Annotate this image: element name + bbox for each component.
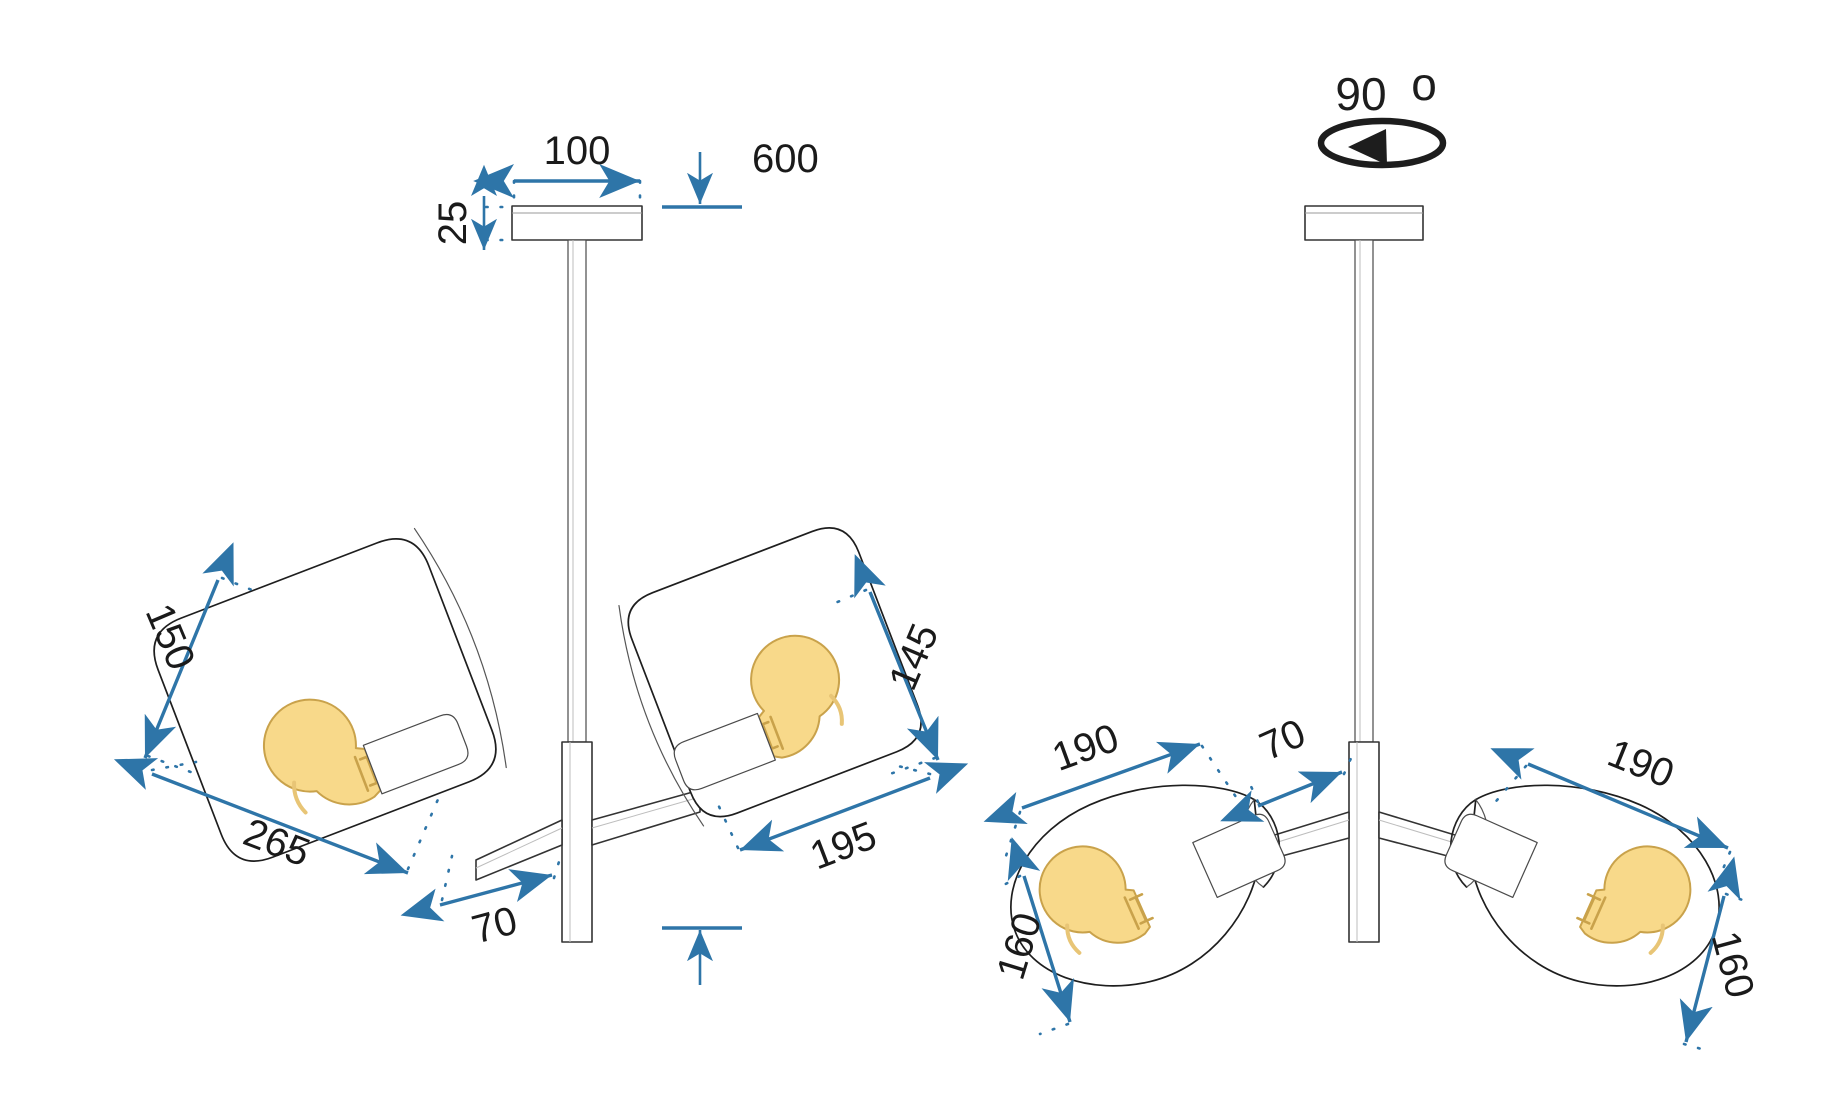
ceiling-plate-side bbox=[1304, 205, 1424, 241]
dim-plate-thickness: 25 bbox=[431, 164, 514, 250]
dim-total-drop: 600 bbox=[662, 137, 819, 209]
dim-label-100: 100 bbox=[544, 129, 611, 173]
degree-symbol-icon: o bbox=[1411, 58, 1437, 110]
bulb-icon bbox=[1576, 845, 1692, 955]
rotation-ring-icon bbox=[1317, 117, 1447, 169]
front-view-group: 100 25 600 150 bbox=[113, 129, 969, 985]
rotation-marker-90deg: 90 o bbox=[1317, 58, 1447, 169]
right-bulb-side bbox=[1576, 845, 1692, 955]
junction-block-side bbox=[1348, 741, 1380, 943]
rotation-arrowhead-icon bbox=[1348, 129, 1387, 165]
drop-rod-front bbox=[567, 239, 587, 743]
dim-plate-width: 100 bbox=[473, 129, 642, 209]
ceiling-plate-front bbox=[511, 205, 643, 241]
side-view-group: 90 o bbox=[983, 58, 1762, 1054]
dim-label-600: 600 bbox=[752, 137, 819, 181]
right-arm-front bbox=[591, 789, 701, 846]
drop-reference-arrow-bottom bbox=[662, 926, 742, 985]
dim-label-25: 25 bbox=[431, 201, 475, 246]
drop-rod-side bbox=[1354, 239, 1374, 743]
rotation-label-90: 90 bbox=[1335, 68, 1386, 120]
right-shade-front bbox=[618, 527, 922, 827]
right-bulb-front bbox=[673, 634, 844, 791]
junction-block-front bbox=[561, 741, 593, 943]
